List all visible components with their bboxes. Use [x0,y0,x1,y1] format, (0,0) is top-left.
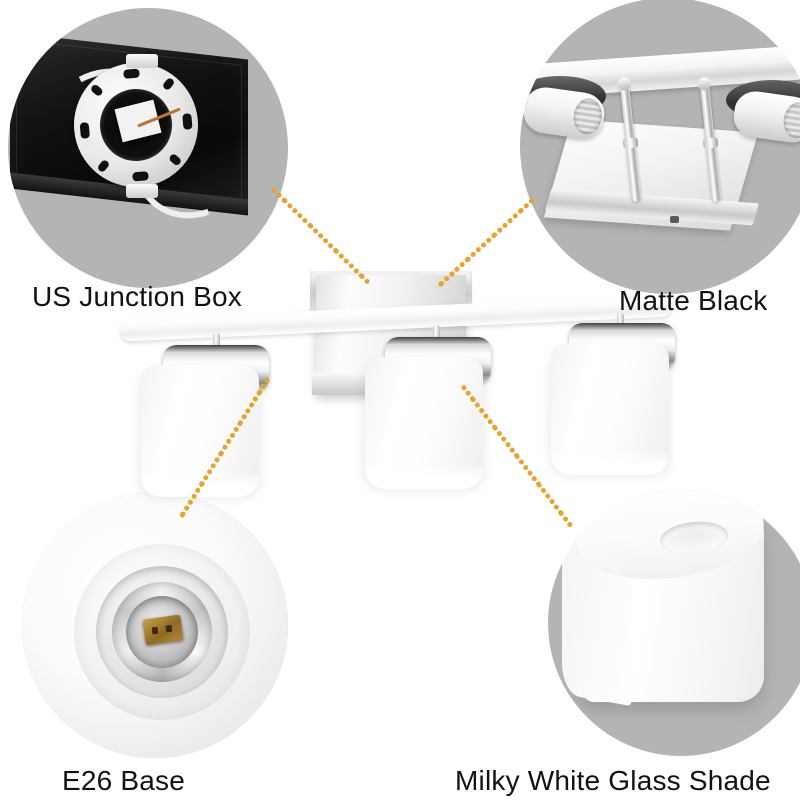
junction-box-photo [8,8,288,288]
matte-black-photo [520,0,800,294]
brass-contact [142,614,184,646]
callout-label-e26-base: E26 Base [62,765,186,796]
glass-shade-center [365,357,483,489]
glass-shade-right [551,343,669,475]
callout-circle-e26-base [22,492,288,758]
e26-base-photo [22,492,288,758]
callout-circle-milky-shade [548,490,800,756]
mount-screw [670,216,679,223]
callout-label-junction-box: US Junction Box [32,281,242,312]
vanity-light-fixture [119,265,680,525]
milky-shade-photo [548,490,800,756]
callout-label-matte-black: Matte Black [619,285,768,316]
callout-circle-junction-box [8,8,288,288]
callout-label-milky-shade: Milky White Glass Shade [455,765,771,796]
bracket-tab-bottom [126,184,158,198]
glass-shade-left [141,365,259,497]
callout-circle-matte-black [520,0,800,294]
bracket-tab-top [126,54,158,68]
